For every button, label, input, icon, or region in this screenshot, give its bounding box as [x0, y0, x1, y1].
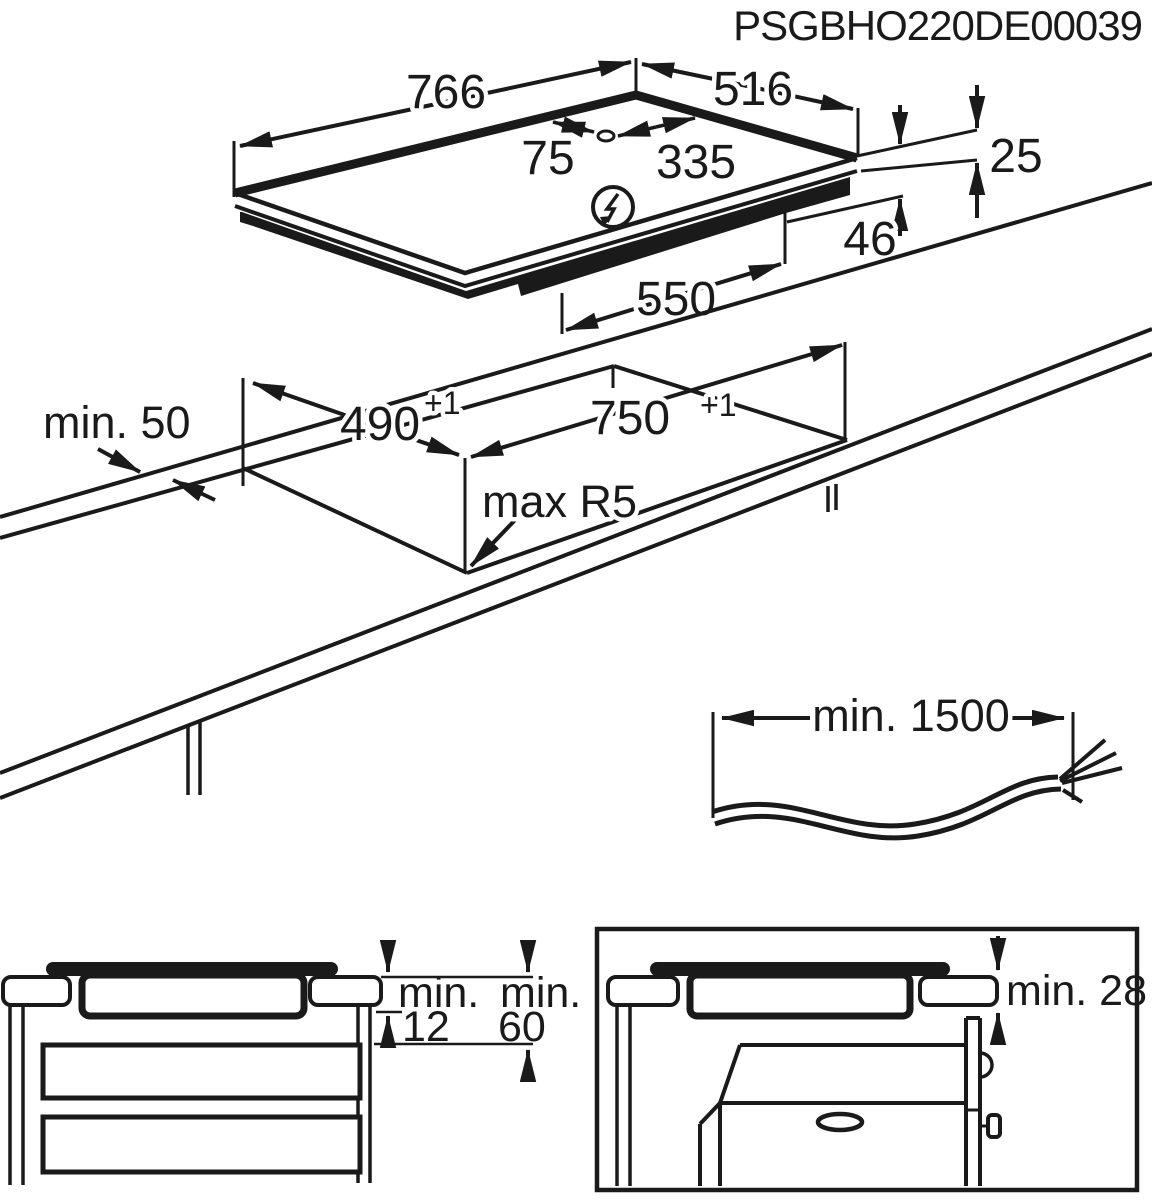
hob-isometric-view: 766 516 75 335 25 46 550: [232, 58, 1047, 334]
body-depth-label: 46: [843, 213, 896, 266]
body-width-label: 550: [636, 273, 716, 326]
side-view-oven: min. 28: [594, 926, 1147, 1193]
hob-width-label: 766: [406, 66, 486, 119]
drawer-gap-value: 12: [402, 1003, 450, 1051]
cutout-depth-tolerance: +1: [424, 385, 460, 421]
shelf-gap-value: 60: [498, 1003, 546, 1051]
cutout-width-tolerance: +1: [700, 387, 736, 423]
cable-entry-mark: [596, 129, 616, 143]
lightning-bolt-icon: [603, 192, 620, 223]
oven-handle: [815, 1111, 865, 1133]
side-view-drawers: min. 12 min. 60: [1, 939, 581, 1185]
corner-radius-label: max R5: [482, 476, 637, 527]
cutout-width-label: 750: [590, 392, 670, 445]
oven-clearance-label: min. 28: [1006, 967, 1147, 1015]
cable-length-label: min. 1500: [812, 690, 1010, 741]
power-connection-icon: [591, 185, 635, 229]
hob-depth-label: 516: [713, 63, 793, 116]
shelf-gap-label: min.: [500, 969, 581, 1017]
cutout-depth-label: 490: [340, 398, 420, 451]
model-code: PSGBHO220DE00039: [733, 2, 1142, 49]
countertop-cutout-view: min. 50 490 +1 750 +1 max R5: [0, 181, 1152, 800]
cable-length-drawing: min. 1500: [711, 686, 1123, 841]
height-label: 25: [989, 130, 1042, 183]
hole-span-label: 335: [656, 136, 736, 189]
front-clearance-label: min. 50: [43, 397, 191, 448]
hole-offset-label: 75: [521, 132, 574, 185]
drawer-gap-label: min.: [398, 969, 479, 1017]
